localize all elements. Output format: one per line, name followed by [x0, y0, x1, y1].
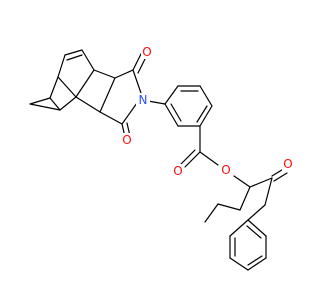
ester-oxygen-label: O: [221, 163, 230, 177]
ester-group: [180, 125, 251, 188]
central-benzene-ring: [164, 85, 213, 127]
molecule-canvas: O O N O O O: [29, 45, 294, 271]
ester-carbonyl-oxygen-label: O: [173, 164, 182, 178]
structure-diagram: O O N O O O: [29, 45, 294, 271]
bicyclic-cage: [29, 49, 116, 113]
imide-oxygen-top-label: O: [142, 45, 151, 59]
atom-labels: O O N O O O: [121, 45, 294, 178]
ketone-oxygen-label: O: [283, 157, 292, 171]
n-aryl-bond: [147, 100, 166, 105]
imide-nitrogen-label: N: [139, 93, 148, 107]
keto-chain: [204, 167, 288, 223]
imide-oxygen-bottom-label: O: [122, 133, 131, 147]
terminal-benzene-ring: [229, 177, 273, 271]
